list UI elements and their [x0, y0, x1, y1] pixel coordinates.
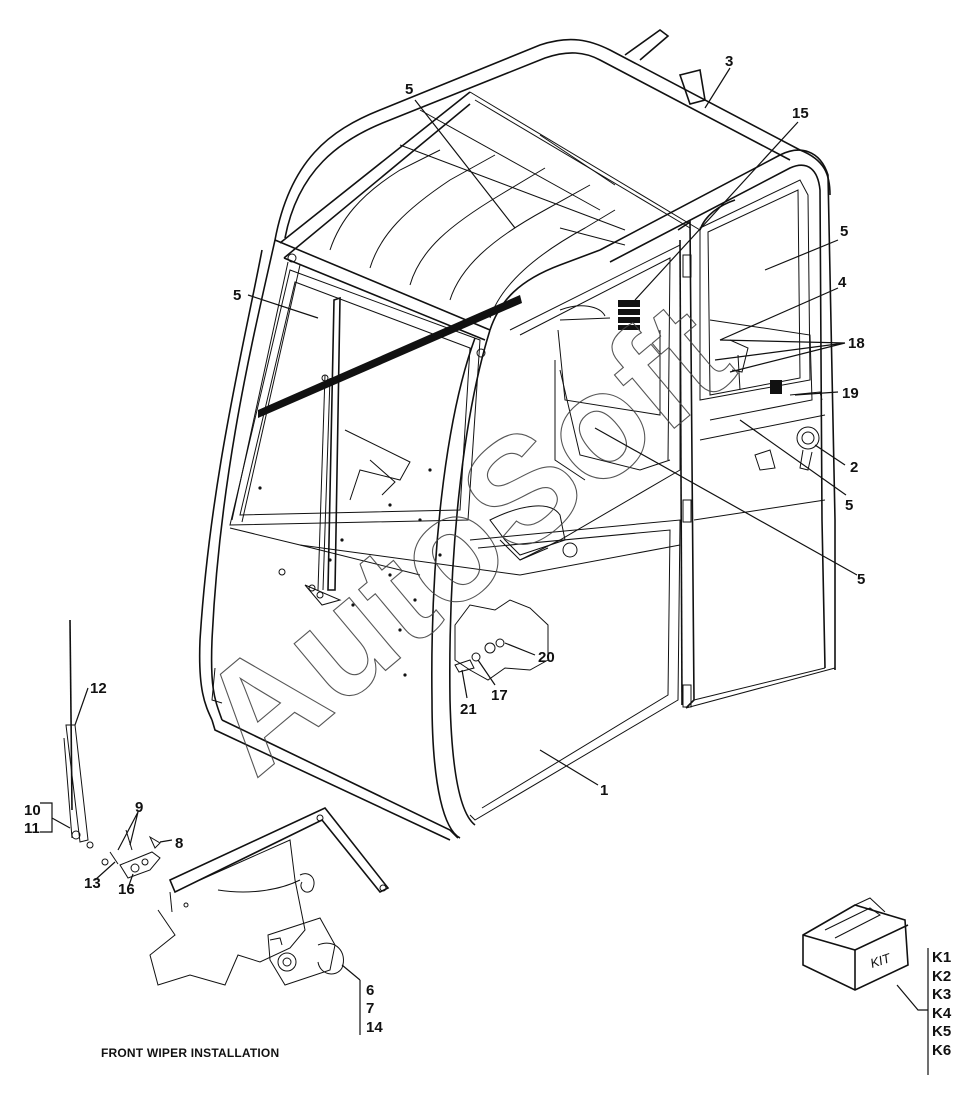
kit-code-k3: K3	[932, 986, 951, 1003]
watermark: AutoSoft	[167, 268, 761, 805]
callout-8: 8	[175, 835, 183, 852]
watermark-text: AutoSoft	[168, 269, 761, 805]
callout-3: 3	[725, 53, 733, 70]
callout-6: 6	[366, 982, 374, 999]
cab-illustration	[198, 29, 836, 841]
rivets	[258, 468, 442, 677]
callout-14: 14	[366, 1019, 383, 1036]
callout-1: 1	[600, 782, 608, 799]
kit-code-k2: K2	[932, 968, 951, 985]
hardware-group	[454, 638, 505, 673]
callout-7: 7	[366, 1000, 374, 1017]
callout-10: 10	[24, 802, 41, 819]
callout-17: 17	[491, 687, 508, 704]
callout-21: 21	[460, 701, 477, 718]
front-wiper-installation	[63, 619, 390, 986]
callout-5-roof: 5	[405, 81, 413, 98]
callout-4: 4	[838, 274, 847, 291]
kit-code-k4: K4	[932, 1005, 952, 1022]
callout-12: 12	[90, 680, 107, 697]
callout-18: 18	[848, 335, 865, 352]
callout-5-side-window: 5	[857, 571, 865, 588]
callout-9: 9	[135, 799, 143, 816]
callout-2: 2	[850, 459, 858, 476]
callout-15: 15	[792, 105, 809, 122]
callout-20: 20	[538, 649, 555, 666]
kit-box: KIT	[802, 897, 909, 991]
callout-5-windshield: 5	[233, 287, 241, 304]
kit-code-k6: K6	[932, 1042, 951, 1059]
front-wiper-caption: FRONT WIPER INSTALLATION	[101, 1046, 279, 1060]
callout-labels: 3 5 15 5 5 4 18 19 2 5 5 20 17 21 1 12 1…	[24, 53, 865, 1036]
kit-box-label: KIT	[868, 950, 893, 971]
kit-code-k5: K5	[932, 1023, 951, 1040]
callout-11: 11	[24, 820, 40, 837]
kit-codes: K1 K2 K3 K4 K5 K6	[932, 949, 952, 1059]
kit-code-k1: K1	[932, 949, 951, 966]
leader-lines	[40, 67, 929, 1075]
callout-13: 13	[84, 875, 101, 892]
callout-5-rear-panel: 5	[845, 497, 853, 514]
callout-16: 16	[118, 881, 135, 898]
callout-19: 19	[842, 385, 859, 402]
callout-5-rear-window: 5	[840, 223, 848, 240]
